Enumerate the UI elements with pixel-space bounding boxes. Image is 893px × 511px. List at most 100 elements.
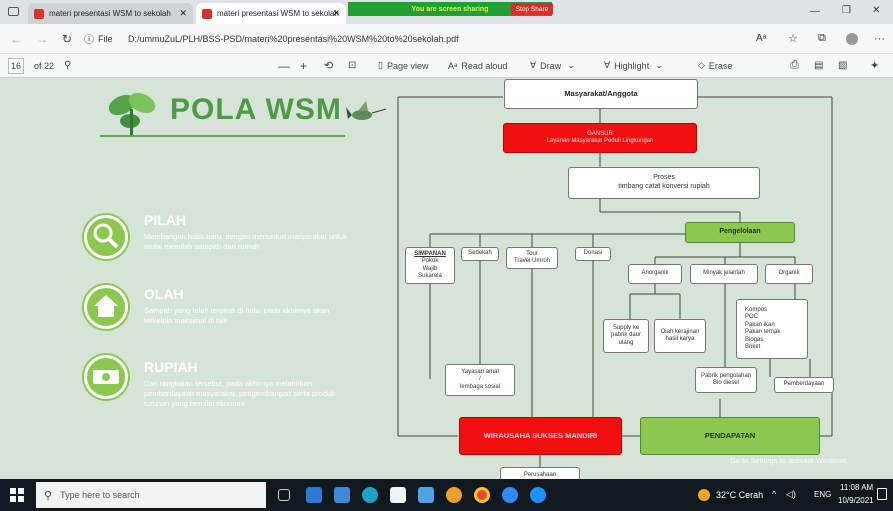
close-window-button[interactable]: ✕ — [872, 5, 881, 16]
calendar-app-icon[interactable] — [306, 487, 322, 503]
tab-2[interactable]: materi presentasi WSM to sekolah ✕ — [196, 3, 346, 24]
box-pemberdayaan: Pemberdayaan — [774, 377, 834, 393]
clock-time[interactable]: 11:08 AM — [840, 483, 874, 492]
store-app-icon[interactable] — [334, 487, 350, 503]
highlight-button[interactable]: ∀ Highlight ⌄ — [604, 54, 663, 77]
kompos-line-3: Pakan ikan — [745, 321, 775, 328]
zoom-app-icon[interactable] — [502, 487, 518, 503]
address-bar[interactable]: D:/ummuZuL/PLH/BSS-PSD/materi%20presenta… — [128, 33, 459, 44]
collections-icon[interactable]: ⧉ — [818, 32, 826, 44]
chrome-app-icon[interactable] — [474, 487, 490, 503]
proses-title: Proses — [653, 174, 675, 182]
maximize-button[interactable]: ❐ — [842, 5, 851, 16]
bag-app-icon[interactable] — [390, 487, 406, 503]
hummingbird-icon — [346, 101, 387, 131]
box-olah-kerajinan: Olah kerajinan hasil karya — [654, 319, 706, 353]
photos-app-icon[interactable] — [418, 487, 434, 503]
read-aloud-icon[interactable]: Aᵃ — [756, 33, 767, 44]
windows-start-icon[interactable] — [10, 488, 24, 502]
olah-line-2: hasil karya — [665, 336, 695, 342]
pabrik-line-1: Pabrik pengolahan — [700, 372, 752, 379]
address-scheme: File — [98, 33, 113, 44]
box-sedekah: Sedekah — [461, 247, 499, 261]
language-indicator[interactable]: ENG — [814, 490, 832, 499]
flowchart-connectors — [397, 96, 833, 474]
save-icon[interactable]: ▤ — [814, 60, 824, 71]
navigation-bar: ← → ↻ ⓘ File D:/ummuZuL/PLH/BSS-PSD/mate… — [0, 24, 893, 54]
point-heading-rupiah: RUPIAH — [144, 359, 198, 375]
box-pendapatan: PENDAPATAN — [640, 417, 820, 455]
tab-actions-icon[interactable] — [8, 7, 19, 16]
page-number-input[interactable]: 16 — [8, 58, 24, 74]
zoom-in-icon[interactable]: + — [300, 58, 308, 73]
paint-app-icon[interactable] — [446, 487, 462, 503]
refresh-icon[interactable]: ↻ — [62, 31, 73, 46]
kompos-line-2: POC — [745, 314, 759, 320]
chevron-down-icon: ⌄ — [567, 60, 575, 70]
simpanan-title: SIMPANAN — [414, 250, 446, 257]
pin-icon[interactable]: ✦ — [870, 60, 880, 72]
slide-title: POLA WSM — [170, 93, 342, 126]
minimize-button[interactable]: — — [810, 6, 820, 17]
fit-page-icon[interactable]: ⊡ — [348, 60, 357, 71]
box-minyak: Minyak jelantah — [690, 264, 758, 284]
draw-icon: ∀ — [530, 60, 537, 70]
kompos-line-1: Kompos — [745, 306, 768, 313]
page-view-button[interactable]: ▯ Page view — [378, 54, 428, 77]
edge-app-icon[interactable] — [362, 487, 378, 503]
clock-date[interactable]: 10/9/2021 — [838, 496, 874, 505]
chevron-down-icon: ⌄ — [655, 60, 663, 70]
kompos-line-6: Briket — [745, 344, 761, 350]
house-icon — [84, 285, 128, 329]
box-gansur: GANSUR Layanan Masyarakat Peduli Lingkun… — [503, 123, 697, 153]
save-as-icon[interactable]: ▧ — [838, 60, 848, 71]
back-icon[interactable]: ← — [10, 31, 22, 46]
favorite-icon[interactable]: ☆ — [788, 33, 798, 45]
taskbar: ⚲ Type here to search 32°C Cerah ^ ◁) EN… — [0, 479, 893, 511]
forward-icon[interactable]: → — [36, 31, 48, 46]
point-text-olah: Sampah yang telah terpilah di hulu, pada… — [144, 306, 330, 326]
pdf-icon — [34, 8, 44, 19]
notification-icon[interactable] — [877, 488, 887, 500]
weather-text[interactable]: 32°C Cerah — [716, 490, 764, 500]
box-organik: Organik — [765, 264, 813, 284]
close-tab-icon[interactable]: ✕ — [179, 8, 187, 18]
magnifier-icon — [84, 215, 128, 259]
volume-icon[interactable]: ◁) — [786, 489, 796, 499]
avatar[interactable] — [846, 24, 858, 53]
pdf-toolbar: 16 of 22 ⚲ — + ⟲ ⊡ ▯ Page view Aᵃ Read a… — [0, 54, 893, 78]
rotate-icon[interactable]: ⟲ — [324, 60, 334, 72]
kompos-line-4: Pakan ternak — [745, 329, 781, 335]
box-donasi: Donasi — [575, 247, 611, 261]
point-heading-olah: OLAH — [144, 286, 184, 302]
print-icon[interactable]: ⎙ — [790, 59, 799, 71]
pabrik-line-2: Bio diesel — [712, 380, 739, 386]
draw-button[interactable]: ∀ Draw ⌄ — [530, 54, 575, 77]
tab-1[interactable]: materi presentasi WSM to sekolah ✕ — [28, 3, 193, 24]
box-pengelolaan: Pengelolaan — [685, 222, 795, 243]
search-icon[interactable]: ⚲ — [64, 60, 72, 71]
taskbar-search-box[interactable]: ⚲ Type here to search — [36, 482, 266, 508]
box-masyarakat: Masyarakat/Anggota — [504, 79, 698, 109]
box-simpanan: SIMPANAN Pokok Wajib Sukarela — [405, 247, 455, 284]
yayasan-line-3: lembaga sosial — [459, 383, 501, 390]
olah-line-1: Olah kerajinan — [660, 328, 700, 335]
task-view-icon[interactable] — [278, 489, 290, 501]
point-heading-pilah: PILAH — [144, 212, 186, 228]
messenger-app-icon[interactable] — [530, 487, 546, 503]
tray-chevron-icon[interactable]: ^ — [772, 489, 777, 499]
screen-share-banner: You are screen sharing — [348, 2, 552, 16]
pdf-page: POLA WSM PILAH Membangun habit baru, den… — [0, 79, 893, 479]
search-icon: ⚲ — [44, 489, 53, 502]
money-icon — [84, 355, 128, 399]
zoom-out-icon[interactable]: — — [278, 58, 290, 73]
stop-share-button[interactable]: Stop Share — [511, 3, 553, 15]
point-text-pilah: Membangun habit baru, dengan menuntun ma… — [144, 232, 348, 252]
erase-button[interactable]: ◇ Erase — [698, 54, 732, 77]
read-aloud-button[interactable]: Aᵃ Read aloud — [448, 54, 507, 77]
supply-line-2: pabrik daur — [610, 332, 642, 339]
more-icon[interactable]: ··· — [874, 32, 885, 45]
tab-1-title: materi presentasi WSM to sekolah — [49, 9, 171, 18]
title-underline — [100, 135, 345, 137]
close-tab-icon[interactable]: ✕ — [332, 8, 340, 18]
